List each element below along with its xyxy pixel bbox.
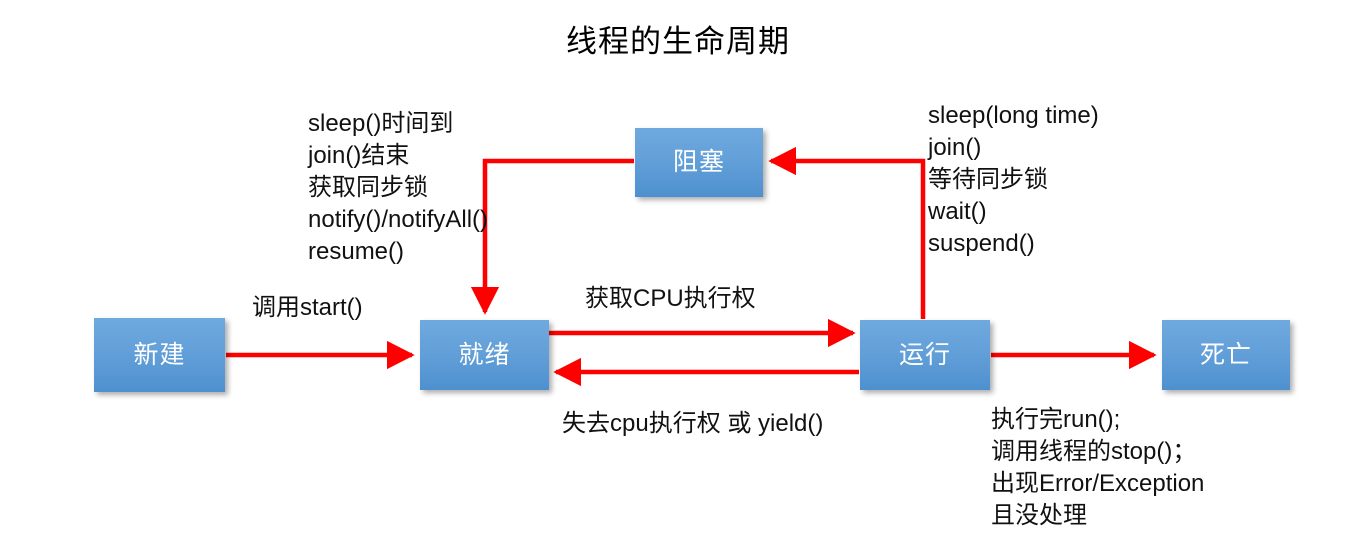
arrow-blocked-to-ready (470, 158, 634, 315)
state-box-dead[interactable]: 死亡 (1162, 320, 1290, 390)
edge-label-blocked-to-ready: sleep()时间到 join()结束 获取同步锁 notify()/notif… (308, 110, 489, 265)
edge-label-running-to-dead: 执行完run(); 调用线程的stop()； 出现Error/Exception… (991, 406, 1205, 529)
state-label-ready: 就绪 (458, 340, 511, 369)
state-label-dead: 死亡 (1199, 340, 1252, 369)
state-box-running[interactable]: 运行 (860, 320, 990, 390)
edge-label-new-to-ready: 调用start() (252, 294, 363, 321)
page-title: 线程的生命周期 (566, 24, 790, 59)
state-label-new: 新建 (133, 340, 186, 369)
state-label-blocked: 阻塞 (672, 148, 725, 176)
edge-label-ready-to-running: 获取CPU执行权 (585, 285, 756, 312)
state-label-running: 运行 (898, 340, 951, 369)
state-box-blocked[interactable]: 阻塞 (635, 128, 763, 197)
state-box-new[interactable]: 新建 (94, 318, 225, 392)
edge-label-running-to-blocked: sleep(long time) join() 等待同步锁 wait() sus… (928, 102, 1099, 257)
edge-label-running-to-ready: 失去cpu执行权 或 yield() (562, 410, 824, 437)
state-box-ready[interactable]: 就绪 (420, 320, 549, 390)
arrow-running-to-blocked (768, 146, 926, 319)
